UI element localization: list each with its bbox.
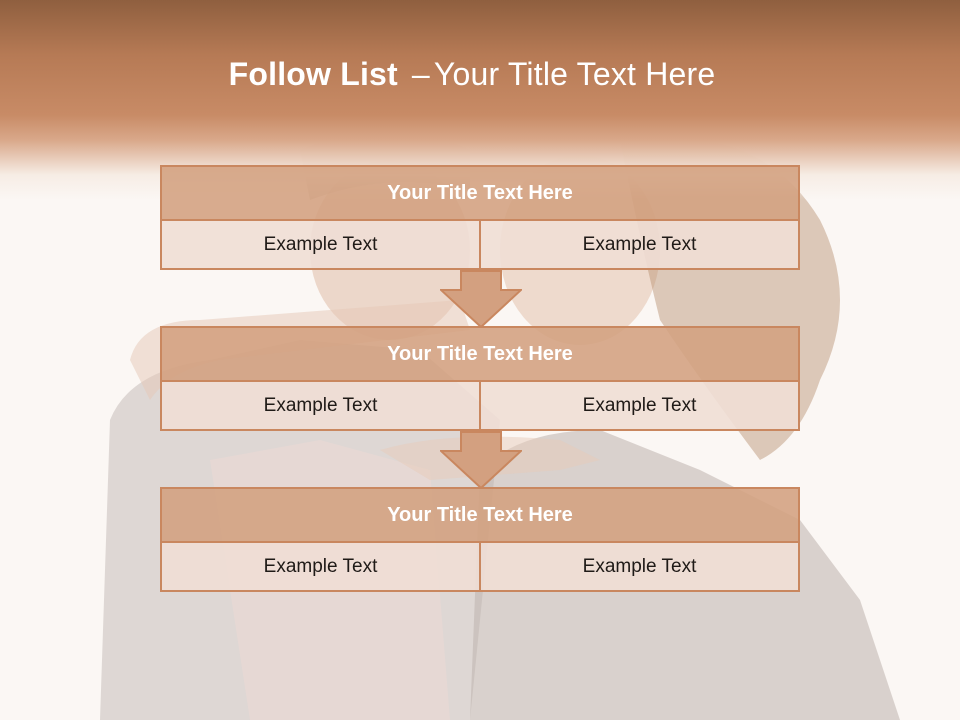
slide-title-separator: – [411, 56, 430, 92]
list-block-cell-left: Example Text [263, 555, 378, 577]
list-block-cell-left: Example Text [263, 233, 378, 255]
down-arrow-icon [440, 270, 522, 328]
list-block-cell-right: Example Text [479, 543, 798, 590]
list-block-1: Your Title Text Here Example Text Exampl… [160, 165, 800, 270]
list-block-row: Example Text Example Text [160, 382, 800, 431]
slide-title-rest: Your Title Text Here [433, 56, 716, 92]
list-block-title: Your Title Text Here [160, 165, 800, 221]
list-block-title: Your Title Text Here [160, 487, 800, 543]
down-arrow-icon [440, 431, 522, 489]
list-block-cell-right: Example Text [479, 221, 798, 268]
slide-title: Follow List–Your Title Text Here [0, 56, 944, 93]
list-block-title: Your Title Text Here [160, 326, 800, 382]
list-block-3: Your Title Text Here Example Text Exampl… [160, 487, 800, 592]
list-block-row: Example Text Example Text [160, 221, 800, 270]
list-block-cell-left: Example Text [263, 394, 378, 416]
list-block-2: Your Title Text Here Example Text Exampl… [160, 326, 800, 431]
list-block-row: Example Text Example Text [160, 543, 800, 592]
slide-title-bold: Follow List [228, 56, 398, 92]
list-block-cell-right: Example Text [479, 382, 798, 429]
